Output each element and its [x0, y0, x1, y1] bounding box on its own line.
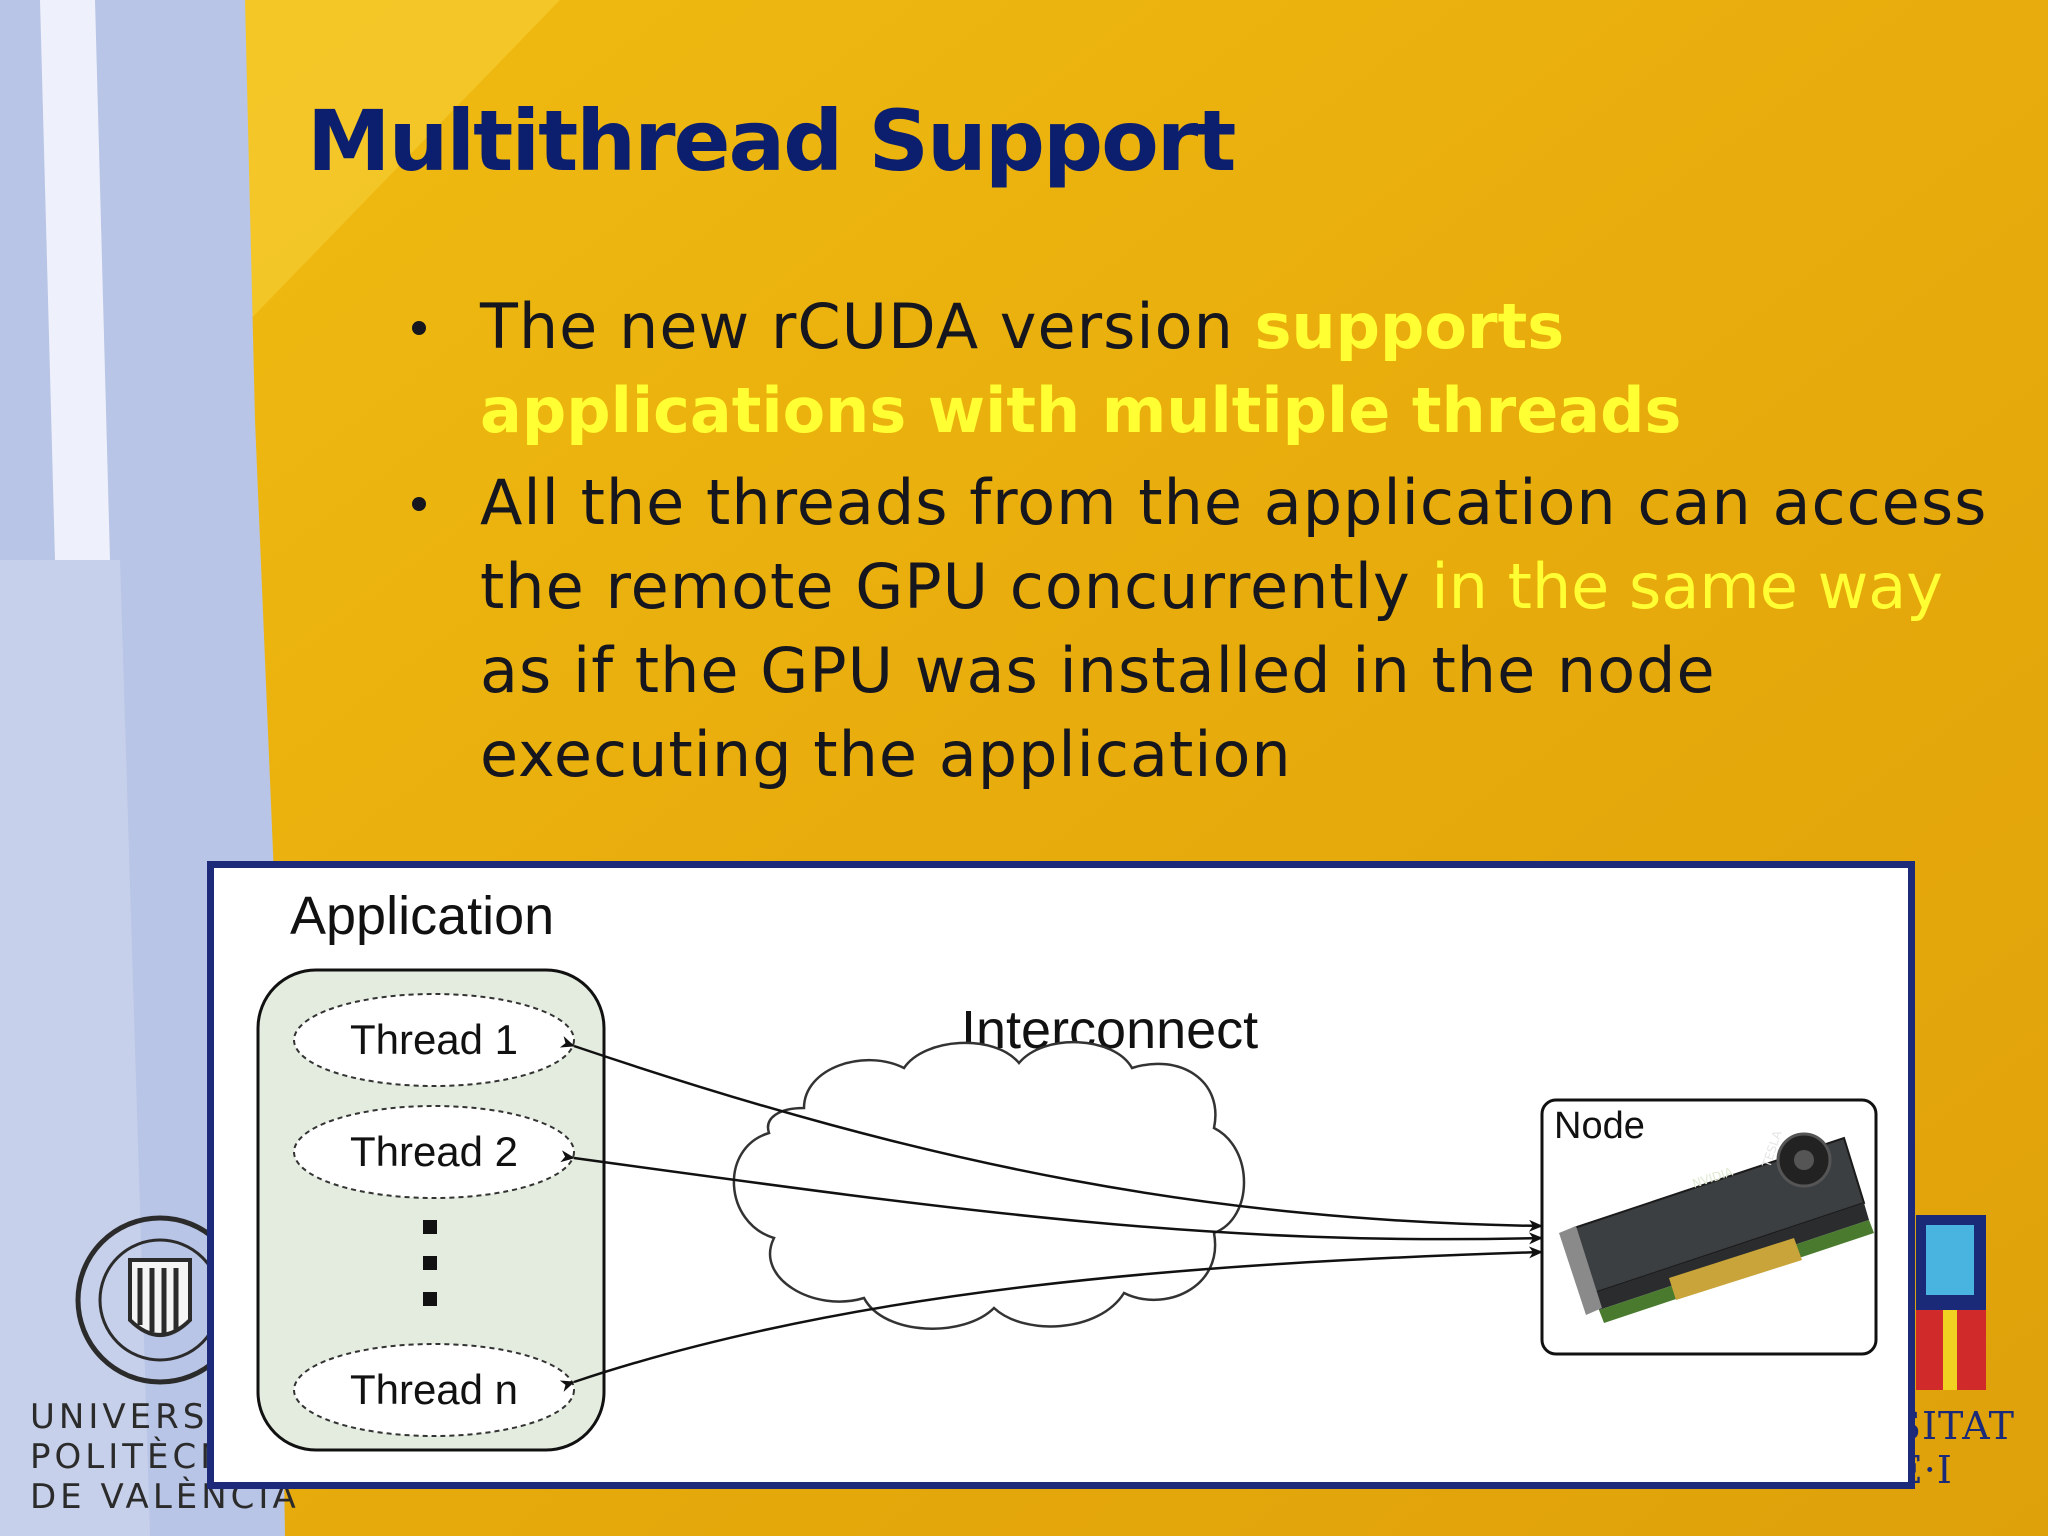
- thread-label: Thread n: [350, 1366, 518, 1413]
- uji-logo-mark: [1916, 1215, 1986, 1390]
- thread-label: Thread 1: [350, 1016, 518, 1063]
- connection-arrow-thread-2: [560, 1150, 1543, 1245]
- bullet-dot-icon: [412, 321, 426, 335]
- thread-n: Thread n: [293, 1343, 575, 1437]
- bullet-dot-icon: [412, 497, 426, 511]
- slide-title: Multithread Support: [307, 92, 1236, 190]
- logo-line: UNIVERS: [30, 1397, 209, 1437]
- thread-2: Thread 2: [293, 1105, 575, 1199]
- connection-arrow-thread-n: [559, 1246, 1543, 1392]
- gpu-card-icon: NVIDIA TESLA: [1559, 1128, 1874, 1323]
- thread-1: Thread 1: [293, 993, 575, 1087]
- interconnect-cloud: [732, 1040, 1246, 1330]
- application-label: Application: [290, 886, 554, 946]
- node-label: Node: [1554, 1105, 1645, 1147]
- multithread-diagram: Application Thread 1 Thread 2 Thread n I…: [256, 886, 1878, 1452]
- diagram-frame: Application Thread 1 Thread 2 Thread n I…: [207, 861, 1915, 1489]
- vertical-dots-icon: [423, 1220, 437, 1306]
- bullet-text: as if the GPU was installed in the node …: [480, 634, 1716, 791]
- bullet-highlight: supports applications with multiple thre…: [480, 290, 1682, 447]
- bullet-text: The new rCUDA version: [480, 290, 1255, 363]
- bullet-text: All the threads from the application can…: [480, 466, 1988, 623]
- thread-label: Thread 2: [350, 1128, 518, 1175]
- bullet-highlight: in the same way: [1431, 550, 1943, 623]
- bullet-list: The new rCUDA version supports applicati…: [380, 285, 2000, 805]
- bullet-item: The new rCUDA version supports applicati…: [380, 285, 2000, 453]
- logo-line: POLITÈCN: [30, 1437, 230, 1477]
- bullet-item: All the threads from the application can…: [380, 461, 2000, 797]
